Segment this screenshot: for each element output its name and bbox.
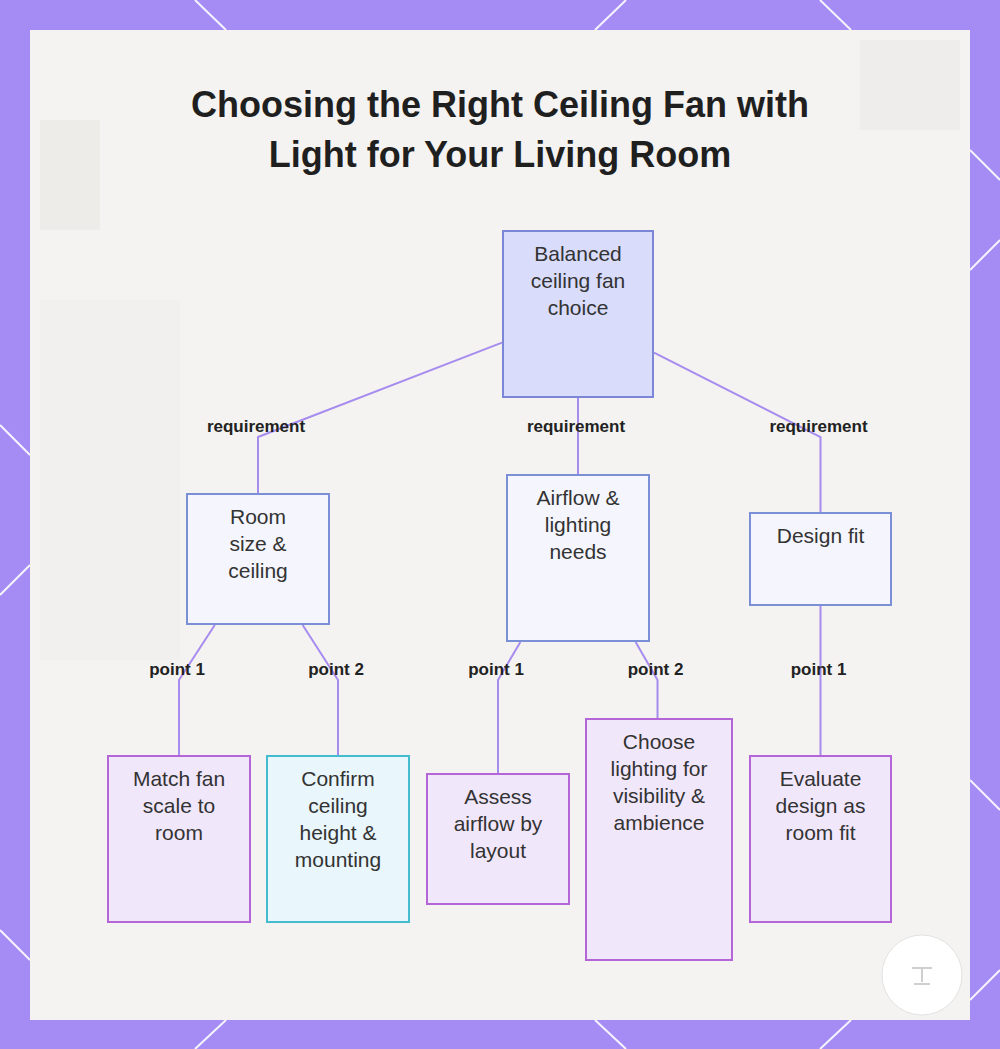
connector-line bbox=[820, 606, 822, 755]
point-box: Evaluate design as room fit bbox=[749, 755, 892, 923]
root-box: Balanced ceiling fan choice bbox=[502, 230, 654, 398]
node-text: Design fit bbox=[761, 514, 881, 549]
node-text: Evaluate design as room fit bbox=[756, 757, 886, 846]
node-text: Airflow & lighting needs bbox=[522, 476, 634, 565]
node-text: Balanced ceiling fan choice bbox=[528, 232, 628, 321]
requirement-box: Room size & ceiling bbox=[186, 493, 330, 625]
watermark-badge bbox=[882, 935, 962, 1015]
connector-line bbox=[179, 625, 215, 755]
node-text: Match fan scale to room bbox=[123, 757, 235, 846]
node-text: Confirm ceiling height & mounting bbox=[286, 757, 390, 873]
edge-label: point 1 bbox=[791, 660, 847, 680]
edge-label: requirement bbox=[207, 417, 305, 437]
node-text: Assess airflow by layout bbox=[442, 775, 554, 864]
edge-label: requirement bbox=[769, 417, 867, 437]
edge-label: requirement bbox=[527, 417, 625, 437]
node-text: Room size & ceiling bbox=[215, 495, 301, 584]
node-text: Choose lighting for visibility & ambienc… bbox=[602, 720, 716, 836]
point-box: Match fan scale to room bbox=[107, 755, 251, 923]
edge-label: point 2 bbox=[308, 660, 364, 680]
edge-label: point 1 bbox=[468, 660, 524, 680]
watermark-icon bbox=[912, 968, 932, 984]
requirement-box: Design fit bbox=[749, 512, 892, 606]
diagram-title: Choosing the Right Ceiling Fan with Ligh… bbox=[150, 80, 850, 180]
connector-line bbox=[303, 625, 338, 755]
requirement-box: Airflow & lighting needs bbox=[506, 474, 650, 642]
edge-label: point 1 bbox=[149, 660, 205, 680]
point-box: Assess airflow by layout bbox=[426, 773, 570, 905]
point-box: Confirm ceiling height & mounting bbox=[266, 755, 410, 923]
edge-label: point 2 bbox=[628, 660, 684, 680]
connector-line bbox=[636, 642, 658, 718]
point-box: Choose lighting for visibility & ambienc… bbox=[585, 718, 733, 961]
